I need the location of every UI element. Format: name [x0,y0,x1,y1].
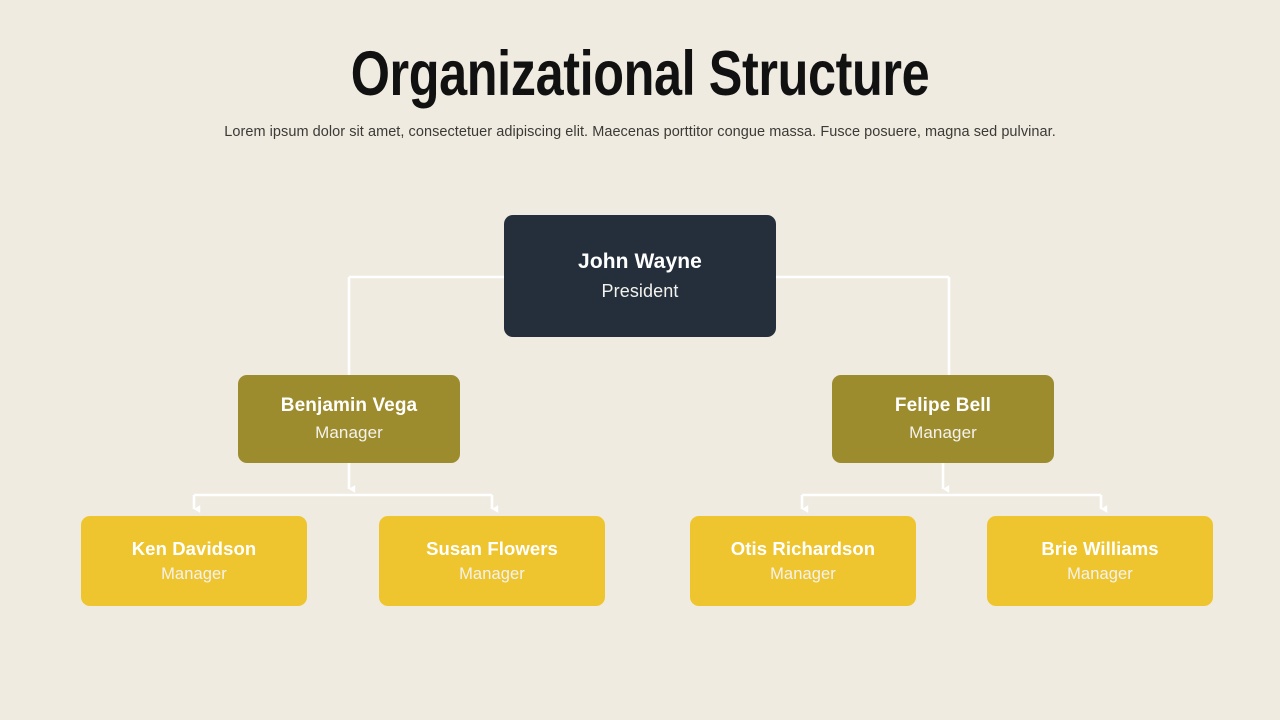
node-role: Manager [770,564,836,583]
node-staff-susan-flowers[interactable]: Susan Flowers Manager [379,516,605,606]
node-name: Susan Flowers [426,537,558,559]
node-staff-ken-davidson[interactable]: Ken Davidson Manager [81,516,307,606]
node-role: Manager [459,564,525,583]
node-role: Manager [909,422,977,442]
node-staff-otis-richardson[interactable]: Otis Richardson Manager [690,516,916,606]
node-manager-benjamin-vega[interactable]: Benjamin Vega Manager [238,375,460,463]
node-role: Manager [1067,564,1133,583]
node-role: Manager [315,422,383,442]
page-title: Organizational Structure [350,39,930,109]
node-role: President [601,280,679,301]
node-name: John Wayne [578,249,702,273]
node-staff-brie-williams[interactable]: Brie Williams Manager [987,516,1213,606]
node-name: Otis Richardson [730,537,876,559]
node-role: Manager [161,564,227,583]
node-name: Felipe Bell [894,395,992,417]
node-name: Ken Davidson [131,537,257,559]
page-subtitle: Lorem ipsum dolor sit amet, consectetuer… [224,124,1056,140]
node-name: Brie Williams [1041,537,1159,559]
node-manager-felipe-bell[interactable]: Felipe Bell Manager [832,375,1054,463]
node-name: Benjamin Vega [280,395,418,417]
node-president[interactable]: John Wayne President [504,215,776,337]
